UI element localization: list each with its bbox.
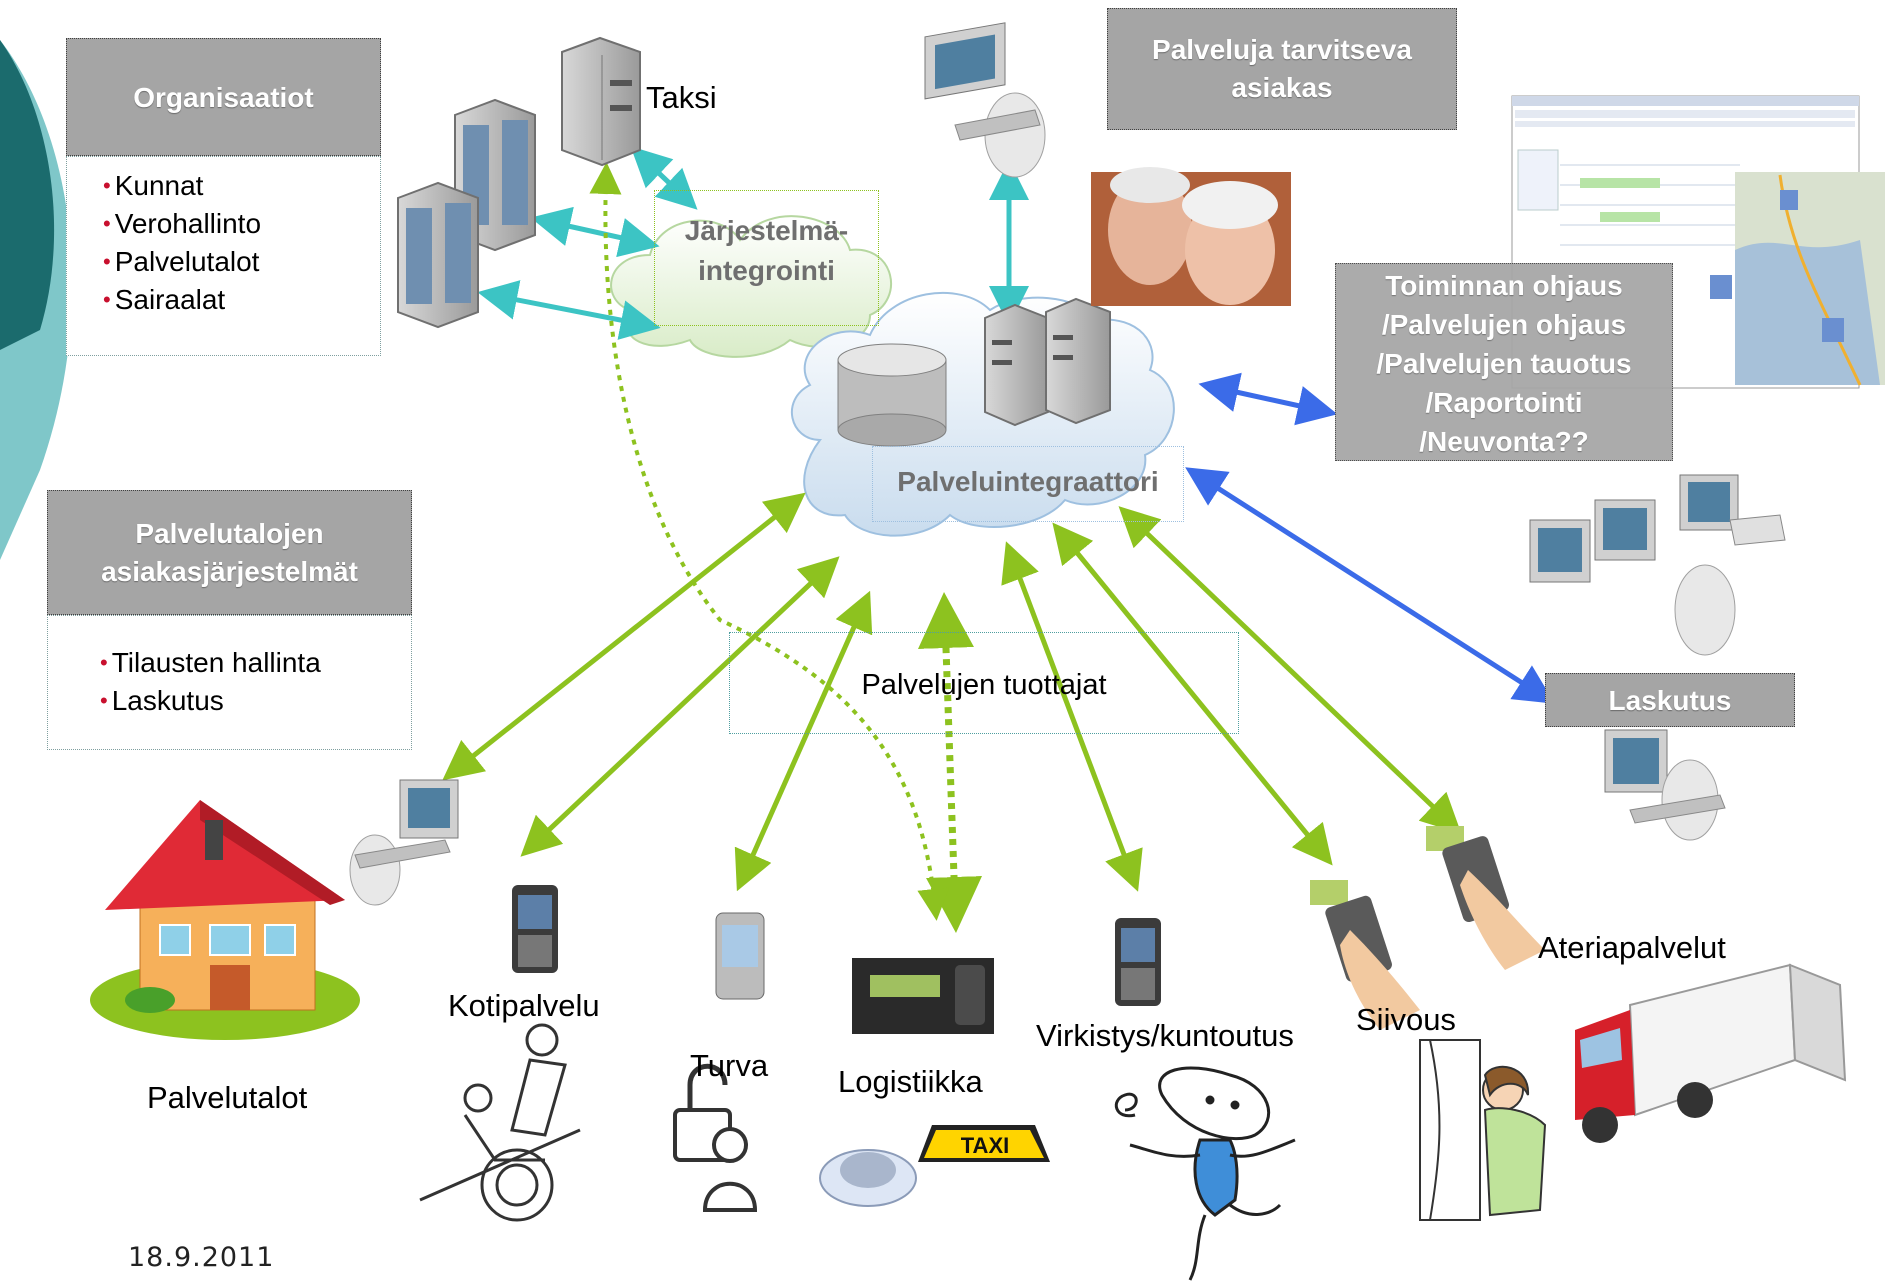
arrow-taksi-logistiikka xyxy=(589,162,950,921)
toiminnan-line: /Neuvonta?? xyxy=(1419,426,1589,457)
asiakas-line1: Palveluja tarvitseva xyxy=(1152,34,1412,65)
mobile-phone-icon xyxy=(1115,918,1161,1006)
palveluintegraattori-box: Palveluintegraattori xyxy=(872,446,1184,522)
siivous-label: Siivous xyxy=(1356,1002,1456,1037)
footer-date: 18.9.2011 xyxy=(128,1242,275,1273)
toiminnan-line: /Palvelujen tauotus xyxy=(1376,348,1632,379)
list-item: •Laskutus xyxy=(100,685,224,716)
palvelujen-tuottajat-box: Palvelujen tuottajat xyxy=(729,632,1239,734)
ateriapalvelut-label: Ateriapalvelut xyxy=(1538,930,1726,965)
dancer-icon xyxy=(1114,1066,1296,1281)
toiminnan-line: /Raportointi xyxy=(1425,387,1583,418)
virkistys-label: Virkistys/kuntoutus xyxy=(1036,1018,1294,1053)
organisaatiot-title-box: Organisaatiot xyxy=(66,38,381,156)
arrow-ateriapalvelut xyxy=(1118,506,1462,834)
taxi-sign-text: TAXI xyxy=(961,1133,1009,1158)
server-icon xyxy=(984,303,1049,427)
lock-user-icon xyxy=(673,1063,758,1212)
wheelchair-icon xyxy=(419,1023,581,1222)
asiakasjarjestelmat-list-box: •Tilausten hallinta •Laskutus xyxy=(47,615,412,750)
list-item: •Sairaalat xyxy=(103,284,226,315)
asiakasjarjestelmat-list: •Tilausten hallinta •Laskutus xyxy=(100,644,411,720)
asiakasjarjestelmat-title-line2: asiakasjärjestelmät xyxy=(101,556,358,587)
house-icon xyxy=(90,800,360,1040)
list-item: •Tilausten hallinta xyxy=(100,647,321,678)
computer-user-icon xyxy=(349,779,459,906)
asiakasjarjestelmat-title-line1: Palvelutalojen xyxy=(135,518,324,549)
kotipalvelu-label: Kotipalvelu xyxy=(448,988,600,1023)
toiminnan-ohjaus-box: Toiminnan ohjaus /Palvelujen ohjaus /Pal… xyxy=(1335,263,1673,461)
integrointi-line1: Järjestelmä- xyxy=(684,215,849,246)
building-icon xyxy=(397,181,479,329)
turva-label: Turva xyxy=(690,1048,769,1083)
database-icon xyxy=(837,343,947,447)
decorative-arc xyxy=(0,40,73,560)
asiakasjarjestelmat-title-box: Palvelutalojen asiakasjärjestelmät xyxy=(47,490,412,615)
server-icon xyxy=(1045,297,1111,425)
palvelujen-tuottajat-label: Palvelujen tuottajat xyxy=(861,669,1107,701)
elderly-couple-photo xyxy=(1091,167,1291,306)
palveluintegraattori-label: Palveluintegraattori xyxy=(897,466,1159,497)
gps-device-icon xyxy=(852,958,994,1034)
arrow-buildings-integrointi xyxy=(530,206,660,258)
mobile-phone-icon xyxy=(512,885,558,973)
truck-icon xyxy=(1575,963,1847,1143)
server-icon xyxy=(561,36,641,167)
taksi-label: Taksi xyxy=(646,80,717,115)
laskutus-title: Laskutus xyxy=(1608,685,1732,716)
organisaatiot-list: •Kunnat •Verohallinto •Palvelutalot •Sai… xyxy=(103,167,380,319)
arrow-integrator-laskutus xyxy=(1185,467,1555,704)
list-item: •Palvelutalot xyxy=(103,246,260,277)
computer-user-icon xyxy=(1529,474,1786,656)
list-item: •Verohallinto xyxy=(103,208,262,239)
toiminnan-line: Toiminnan ohjaus xyxy=(1385,270,1623,301)
taxi-icon: TAXI xyxy=(819,1125,1050,1207)
organisaatiot-list-box: •Kunnat •Verohallinto •Palvelutalot •Sai… xyxy=(66,156,381,356)
integrointi-line2: integrointi xyxy=(698,255,835,286)
arrow-integrator-ohjaus xyxy=(1198,372,1338,426)
cleaner-icon xyxy=(1419,1039,1547,1221)
computer-user-icon xyxy=(924,22,1046,178)
asiakas-box: Palveluja tarvitseva asiakas xyxy=(1107,8,1457,130)
list-item: •Kunnat xyxy=(103,170,204,201)
laskutus-box: Laskutus xyxy=(1545,673,1795,727)
pda-icon xyxy=(715,912,765,1000)
toiminnan-line: /Palvelujen ohjaus xyxy=(1381,309,1627,340)
asiakas-line2: asiakas xyxy=(1231,72,1333,103)
mobile-phone-icon xyxy=(1426,826,1545,970)
integrointi-box: Järjestelmä- integrointi xyxy=(654,190,879,326)
logistiikka-label: Logistiikka xyxy=(838,1064,983,1099)
computer-user-icon xyxy=(1604,729,1726,841)
organisaatiot-title: Organisaatiot xyxy=(133,82,314,113)
mobile-phone-icon xyxy=(1310,880,1420,1030)
palvelutalot-label: Palvelutalot xyxy=(147,1080,308,1115)
